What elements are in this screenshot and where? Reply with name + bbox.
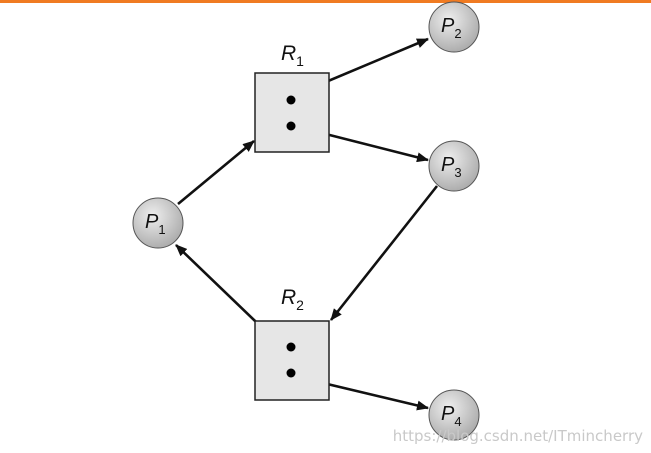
process-p4-circle [428, 389, 480, 441]
resource-r2-instance-dot [286, 368, 296, 378]
resource-r1-instance-dot [286, 121, 296, 131]
resource-r2-instance-dot [286, 342, 296, 352]
process-p1-circle [132, 197, 184, 249]
process-p3: P3 [428, 140, 480, 192]
process-p1: P1 [132, 197, 184, 249]
resource-r2-label: R2 [281, 286, 304, 313]
resource-r1: R1 [254, 42, 330, 153]
process-p3-circle [428, 140, 480, 192]
process-p2-circle [428, 1, 480, 53]
process-p1-label: P1 [145, 211, 166, 237]
top-accent-bar [0, 0, 651, 3]
process-p4: P4 [428, 389, 480, 441]
edge-p1-to-r1 [177, 139, 255, 206]
process-p2: P2 [428, 1, 480, 53]
resource-r1-box [254, 72, 330, 153]
process-p4-label: P4 [441, 403, 462, 429]
watermark-text: https://blog.csdn.net/ITmincherry [393, 427, 643, 445]
process-p2-label: P2 [441, 15, 462, 41]
resource-r1-label: R1 [281, 42, 304, 69]
edge-p3-to-r2 [329, 185, 439, 321]
resource-r2: R2 [254, 286, 330, 401]
process-p3-label: P3 [441, 154, 462, 180]
resource-r1-instance-dot [286, 95, 296, 105]
resource-r2-box [254, 320, 330, 401]
